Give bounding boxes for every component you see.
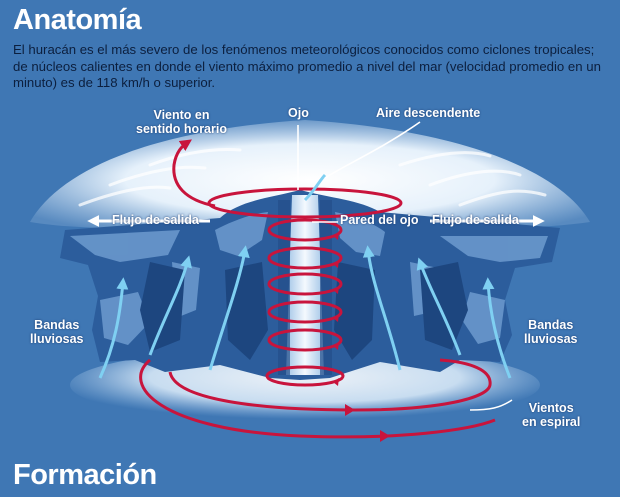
label-wind-clockwise: Viento en sentido horario bbox=[136, 108, 227, 136]
label-wind-clockwise-line1: Viento en bbox=[153, 108, 210, 122]
cap-streaks bbox=[78, 148, 547, 207]
leader-lines bbox=[297, 121, 513, 411]
updraft-arrows bbox=[98, 245, 512, 379]
label-rain-bands-right: Bandas lluviosas bbox=[524, 318, 578, 346]
label-eye: Ojo bbox=[288, 106, 309, 120]
section-title-formation: Formación bbox=[13, 459, 157, 491]
label-descending-air: Aire descendente bbox=[376, 106, 481, 120]
label-spiral-winds-line1: Vientos bbox=[528, 401, 574, 415]
spiral-wind-loops bbox=[139, 358, 496, 439]
page-title: Anatomía bbox=[13, 4, 142, 36]
label-rain-bands-left: Bandas lluviosas bbox=[30, 318, 84, 346]
eye-wall-wind-loops bbox=[207, 187, 403, 387]
cloud-shadows bbox=[140, 262, 468, 360]
spiral-wind-arrow-heads bbox=[345, 404, 390, 442]
label-outflow-left: Flujo de salida bbox=[112, 213, 199, 227]
label-eye-wall: Pared del ojo bbox=[340, 213, 419, 227]
label-wind-clockwise-line2: sentido horario bbox=[136, 122, 227, 136]
label-rain-bands-left-line1: Bandas bbox=[34, 318, 80, 332]
label-rain-bands-left-line2: lluviosas bbox=[30, 332, 84, 346]
eye-wall-arrow-heads bbox=[333, 232, 339, 386]
descending-air-line bbox=[303, 173, 327, 202]
label-rain-bands-right-line2: lluviosas bbox=[524, 332, 578, 346]
label-rain-bands-right-line1: Bandas bbox=[528, 318, 574, 332]
label-spiral-winds-line2: en espiral bbox=[522, 415, 581, 429]
clockwise-wind-arrow bbox=[172, 139, 216, 208]
intro-paragraph: El huracán es el más severo de los fenóm… bbox=[13, 42, 601, 90]
cloud-cap bbox=[30, 120, 590, 229]
label-spiral-winds: Vientos en espiral bbox=[522, 401, 580, 429]
label-outflow-right: Flujo de salida bbox=[432, 213, 519, 227]
